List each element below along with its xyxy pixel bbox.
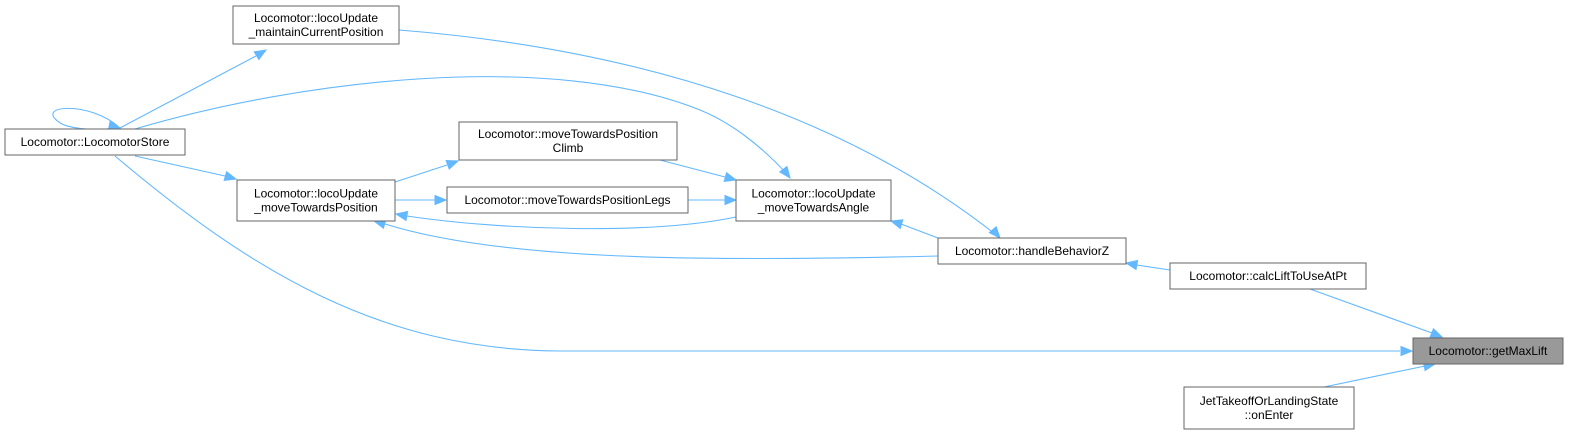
edge-position-climb-arrow <box>445 160 460 170</box>
edge-jettakeoff-getmaxlift <box>1323 365 1426 388</box>
edge-position-legs-arrow <box>434 194 448 206</box>
edge-maintain-handle <box>398 29 996 235</box>
edge-handle-angle <box>900 223 939 239</box>
edge-store-getmaxlift-arrow <box>1400 345 1414 357</box>
node-move-towards-angle[interactable]: Locomotor::locoUpdate_moveTowardsAngle <box>735 179 892 222</box>
node-move-towards-position[interactable]: Locomotor::locoUpdate_moveTowardsPositio… <box>236 179 396 222</box>
node-handle-behavior-z[interactable]: Locomotor::handleBehaviorZ <box>937 237 1127 265</box>
node-jet-takeoff[interactable]: JetTakeoffOrLandingState::onEnter <box>1183 386 1355 430</box>
node-calc-lift[interactable]: Locomotor::calcLiftToUseAtPt <box>1169 262 1367 290</box>
node-box <box>446 186 689 214</box>
edge-legs-angle-arrow <box>724 194 738 206</box>
node-label: Locomotor::getMaxLift <box>1429 344 1548 358</box>
node-store[interactable]: Locomotor::LocomotorStore <box>4 128 186 156</box>
call-edges <box>52 29 1444 388</box>
edge-store-maintain <box>119 55 257 129</box>
edge-handle-position <box>384 223 939 260</box>
edge-angle-position <box>406 215 737 230</box>
node-box <box>735 179 892 222</box>
node-label: _moveTowardsAngle <box>757 201 870 215</box>
node-legs[interactable]: Locomotor::moveTowardsPositionLegs <box>446 186 689 214</box>
node-label: Locomotor::LocomotorStore <box>21 135 170 149</box>
edge-calclift-handle-arrow <box>1124 259 1139 271</box>
edge-calclift-getmaxlift-arrow <box>1429 327 1444 338</box>
node-label: Locomotor::calcLiftToUseAtPt <box>1189 269 1347 283</box>
node-label: ::onEnter <box>1245 408 1294 422</box>
node-box <box>4 128 186 156</box>
edge-store-angle-arrow <box>778 165 791 180</box>
call-graph-nodes: Locomotor::locoUpdate_maintainCurrentPos… <box>4 5 1564 430</box>
node-label: _maintainCurrentPosition <box>248 25 384 39</box>
node-box <box>236 179 396 222</box>
edge-store-position <box>134 155 226 177</box>
node-label: Locomotor::locoUpdate <box>254 187 378 201</box>
edge-store-getmaxlift <box>114 155 1400 352</box>
node-box <box>1412 337 1564 365</box>
node-box <box>1169 262 1367 290</box>
edge-handle-angle-arrow <box>889 219 904 230</box>
node-box <box>458 121 678 161</box>
edge-store-angle <box>134 76 786 173</box>
node-box <box>937 237 1127 265</box>
node-label: JetTakeoffOrLandingState <box>1200 394 1339 408</box>
edge-store-maintain-arrow <box>253 49 268 61</box>
edge-climb-angle <box>659 159 726 178</box>
node-label: Locomotor::moveTowardsPositionLegs <box>464 193 670 207</box>
node-label: Locomotor::handleBehaviorZ <box>955 244 1109 258</box>
node-box <box>232 5 400 45</box>
edge-angle-position-arrow <box>394 210 409 222</box>
edge-store-position-arrow <box>223 170 238 182</box>
edge-climb-angle-arrow <box>723 171 738 183</box>
node-get-max-lift[interactable]: Locomotor::getMaxLift <box>1412 337 1564 365</box>
node-label: _moveTowardsPosition <box>253 201 377 215</box>
edge-calclift-getmaxlift <box>1309 288 1433 334</box>
node-label: Climb <box>553 141 584 155</box>
edge-position-climb <box>394 164 448 183</box>
node-label: Locomotor::locoUpdate <box>751 187 875 201</box>
node-label: Locomotor::moveTowardsPosition <box>478 127 658 141</box>
node-label: Locomotor::locoUpdate <box>254 11 378 25</box>
node-box <box>1183 386 1355 430</box>
edge-maintain-handle-arrow <box>988 225 1001 239</box>
node-maintain[interactable]: Locomotor::locoUpdate_maintainCurrentPos… <box>232 5 400 45</box>
edge-calclift-handle <box>1136 264 1171 271</box>
